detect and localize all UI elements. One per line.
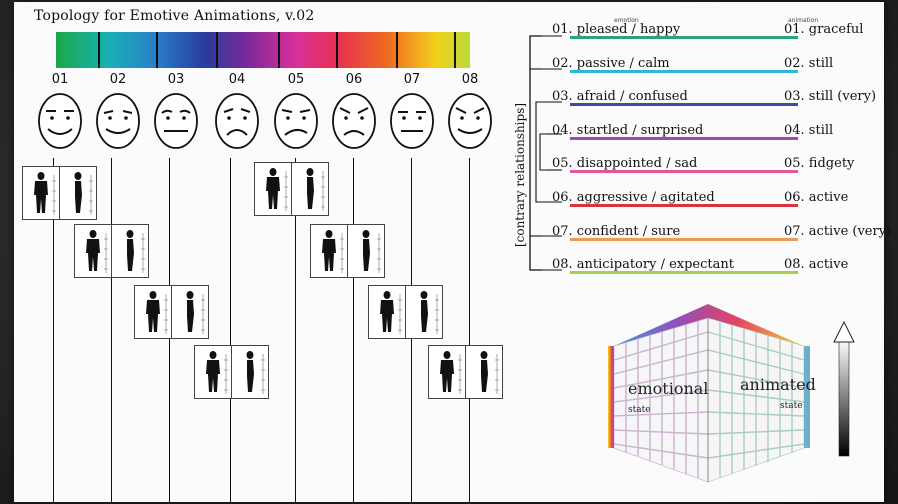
- emotion-animation-bar: [570, 237, 798, 241]
- face-icon: [273, 92, 319, 154]
- column-line: [111, 158, 113, 502]
- column-number: 07: [403, 72, 421, 87]
- emotion-animation-bar: [570, 69, 798, 73]
- emotion-label: 08. anticipatory / expectant: [552, 257, 734, 273]
- face-icon: [389, 92, 435, 154]
- cube-left-sub: state: [628, 405, 651, 415]
- figure-card: [134, 285, 172, 339]
- bracket-connector: [529, 35, 562, 271]
- figure-card: [428, 345, 466, 399]
- figure-card: [231, 345, 269, 399]
- figure-card: [111, 224, 149, 278]
- column-line: [469, 158, 471, 502]
- face-icon: [447, 92, 493, 154]
- emotion-label: 07. confident / sure: [552, 223, 681, 239]
- cube-right-sub: state: [780, 401, 803, 411]
- column-number: 06: [345, 72, 363, 87]
- column-number: 02: [109, 72, 127, 87]
- figure-card: [310, 224, 348, 278]
- spectrum-tick: [156, 32, 158, 68]
- face-icon: [37, 92, 83, 154]
- column-line: [53, 158, 55, 502]
- spectrum-tick: [454, 32, 456, 68]
- emotion-animation-bar: [570, 204, 798, 207]
- emotion-animation-bar: [570, 103, 798, 107]
- figure-card: [347, 224, 385, 278]
- figure-card: [74, 224, 112, 278]
- column-number: 08: [461, 72, 479, 87]
- emotion-label: 04. startled / surprised: [552, 122, 704, 138]
- face-icon: [214, 92, 260, 154]
- column-line: [295, 158, 297, 502]
- animation-label: 06. active: [784, 190, 849, 205]
- animation-label: 04. still: [784, 122, 834, 138]
- face-icon: [95, 92, 141, 154]
- animation-label: 07. active (very): [784, 223, 892, 239]
- column-number: 04: [228, 72, 246, 87]
- spectrum-tick: [98, 32, 100, 68]
- column-number: 01: [51, 72, 69, 87]
- spectrum-tick: [278, 32, 280, 68]
- column-number: 05: [287, 72, 305, 87]
- cube-left-label: emotional: [628, 379, 708, 398]
- face-icon: [331, 92, 377, 154]
- figure-card: [22, 166, 60, 220]
- spectrum-tick: [336, 32, 338, 68]
- diagram-sheet: Topology for Emotive Animations, v.02 01…: [14, 2, 891, 502]
- intensity-arrow: [833, 320, 855, 457]
- emotion-animation-bar: [570, 170, 798, 174]
- figure-card: [368, 285, 406, 339]
- spectrum-tick: [396, 32, 398, 68]
- emotion-animation-bar: [570, 136, 798, 140]
- animation-label: 05. fidgety: [784, 156, 855, 172]
- column-line: [353, 158, 355, 502]
- animation-column-header: animation: [788, 17, 819, 24]
- figure-card: [171, 285, 209, 339]
- animation-label: 01. graceful: [784, 22, 864, 37]
- emotion-label: 03. afraid / confused: [552, 89, 688, 105]
- face-icon: [153, 92, 199, 154]
- figure-card: [465, 345, 503, 399]
- emotion-color-spectrum: [56, 32, 470, 68]
- column-line: [230, 158, 232, 502]
- emotion-animation-bar: [570, 271, 798, 275]
- figure-card: [291, 162, 329, 216]
- emotion-label: 06. aggressive / agitated: [552, 190, 715, 205]
- state-cube-illustration: emotional state animated state: [608, 304, 816, 483]
- emotion-animation-bar: [570, 36, 798, 39]
- figure-card: [59, 166, 97, 220]
- figure-card: [405, 285, 443, 339]
- animation-label: 03. still (very): [784, 89, 877, 105]
- emotion-label: 05. disappointed / sad: [552, 156, 698, 172]
- spectrum-tick: [216, 32, 218, 68]
- cube-right-label: animated: [740, 375, 816, 394]
- animation-label: 08. active: [784, 257, 849, 273]
- figure-card: [254, 162, 292, 216]
- emotion-column-header: emotion: [614, 17, 639, 24]
- diagram-title: Topology for Emotive Animations, v.02: [34, 8, 315, 24]
- column-number: 03: [167, 72, 185, 87]
- animation-label: 02. still: [784, 55, 834, 71]
- emotion-label: 01. pleased / happy: [552, 22, 681, 37]
- figure-card: [194, 345, 232, 399]
- emotion-label: 02. passive / calm: [552, 55, 670, 71]
